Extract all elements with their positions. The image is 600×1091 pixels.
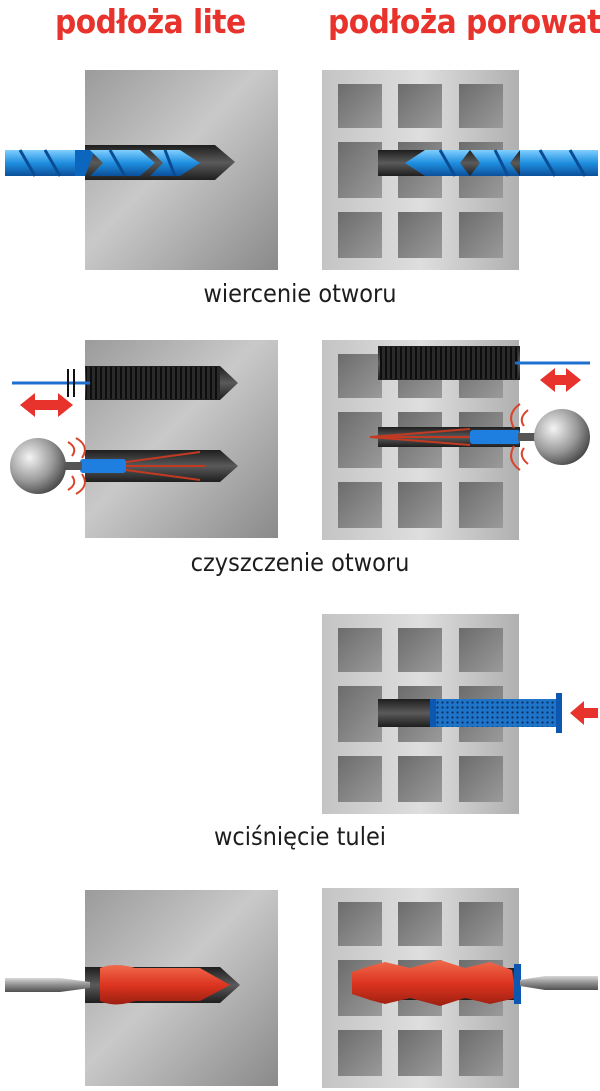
- cleaning-brush: [86, 367, 220, 399]
- airflow-lines: [67, 437, 86, 495]
- step-drilling-porous: [322, 70, 598, 270]
- caption-cleaning: czyszczenie otworu: [190, 548, 410, 577]
- injection-nozzle: [5, 978, 90, 992]
- caption-drilling: wiercenie otworu: [203, 279, 397, 308]
- step-cleaning-solid: [10, 340, 278, 538]
- step-injection-porous: [322, 888, 598, 1088]
- double-arrow-icon: [540, 368, 581, 392]
- push-arrow-icon: [570, 701, 598, 725]
- blower-nozzle: [470, 430, 520, 444]
- blower-nozzle: [80, 459, 126, 473]
- injection-nozzle: [520, 976, 598, 990]
- step-cleaning-porous: [322, 340, 590, 540]
- airflow-lines: [510, 403, 529, 471]
- heading-solid-substrate: podłoża lite: [55, 2, 246, 41]
- step-injection-solid: [5, 890, 278, 1086]
- drill-bit: [5, 149, 200, 177]
- resin-fill: [100, 965, 230, 1005]
- cleaning-brush: [380, 347, 518, 379]
- sleeve-collar: [514, 964, 521, 1004]
- heading-porous-substrate: podłoża porowate: [328, 2, 600, 41]
- blow-pump-icon: [534, 409, 590, 465]
- blow-pump-icon: [10, 438, 66, 494]
- mesh-sleeve: [434, 699, 556, 727]
- caption-sleeve-insertion: wciśnięcie tulei: [213, 822, 387, 851]
- step-sleeve-porous: [322, 614, 598, 814]
- step-drilling-solid: [5, 70, 278, 270]
- double-arrow-icon: [20, 393, 73, 417]
- resin-fill: [352, 960, 516, 1006]
- drill-bit: [405, 149, 598, 177]
